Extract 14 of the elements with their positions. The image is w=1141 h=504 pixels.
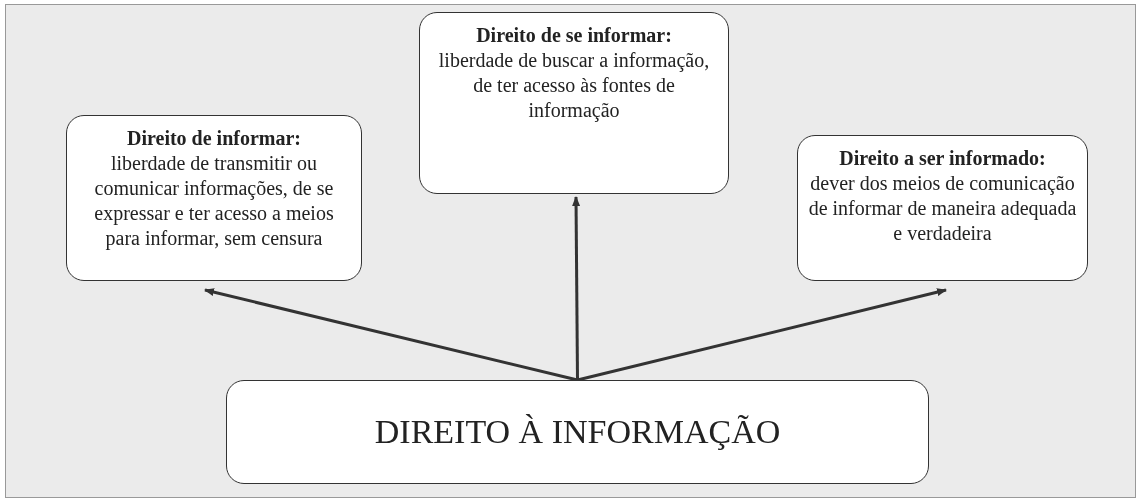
text-box [419, 12, 729, 194]
text-box [797, 135, 1088, 281]
arrow [204, 288, 578, 382]
box-title: DIREITO À INFORMAÇÃO [374, 411, 781, 452]
text-box [226, 380, 929, 484]
box-heading: Direito de informar: [127, 126, 301, 151]
box-heading: Direito a ser informado: [839, 146, 1046, 171]
arrow [572, 196, 581, 380]
box-description: liberdade de transmitir ou comunicar informações, de se expressar e ter acesso a meios para informar, sem censura [93, 151, 335, 251]
box-description: liberdade de buscar a informação, de ter acesso às fontes de informação [437, 48, 711, 123]
box-description: dever dos meios de comunicação de informar de maneira adequada e verdadeira [807, 171, 1078, 246]
box-heading: Direito de se informar: [476, 23, 672, 48]
arrow [577, 288, 947, 382]
text-box [66, 115, 362, 281]
